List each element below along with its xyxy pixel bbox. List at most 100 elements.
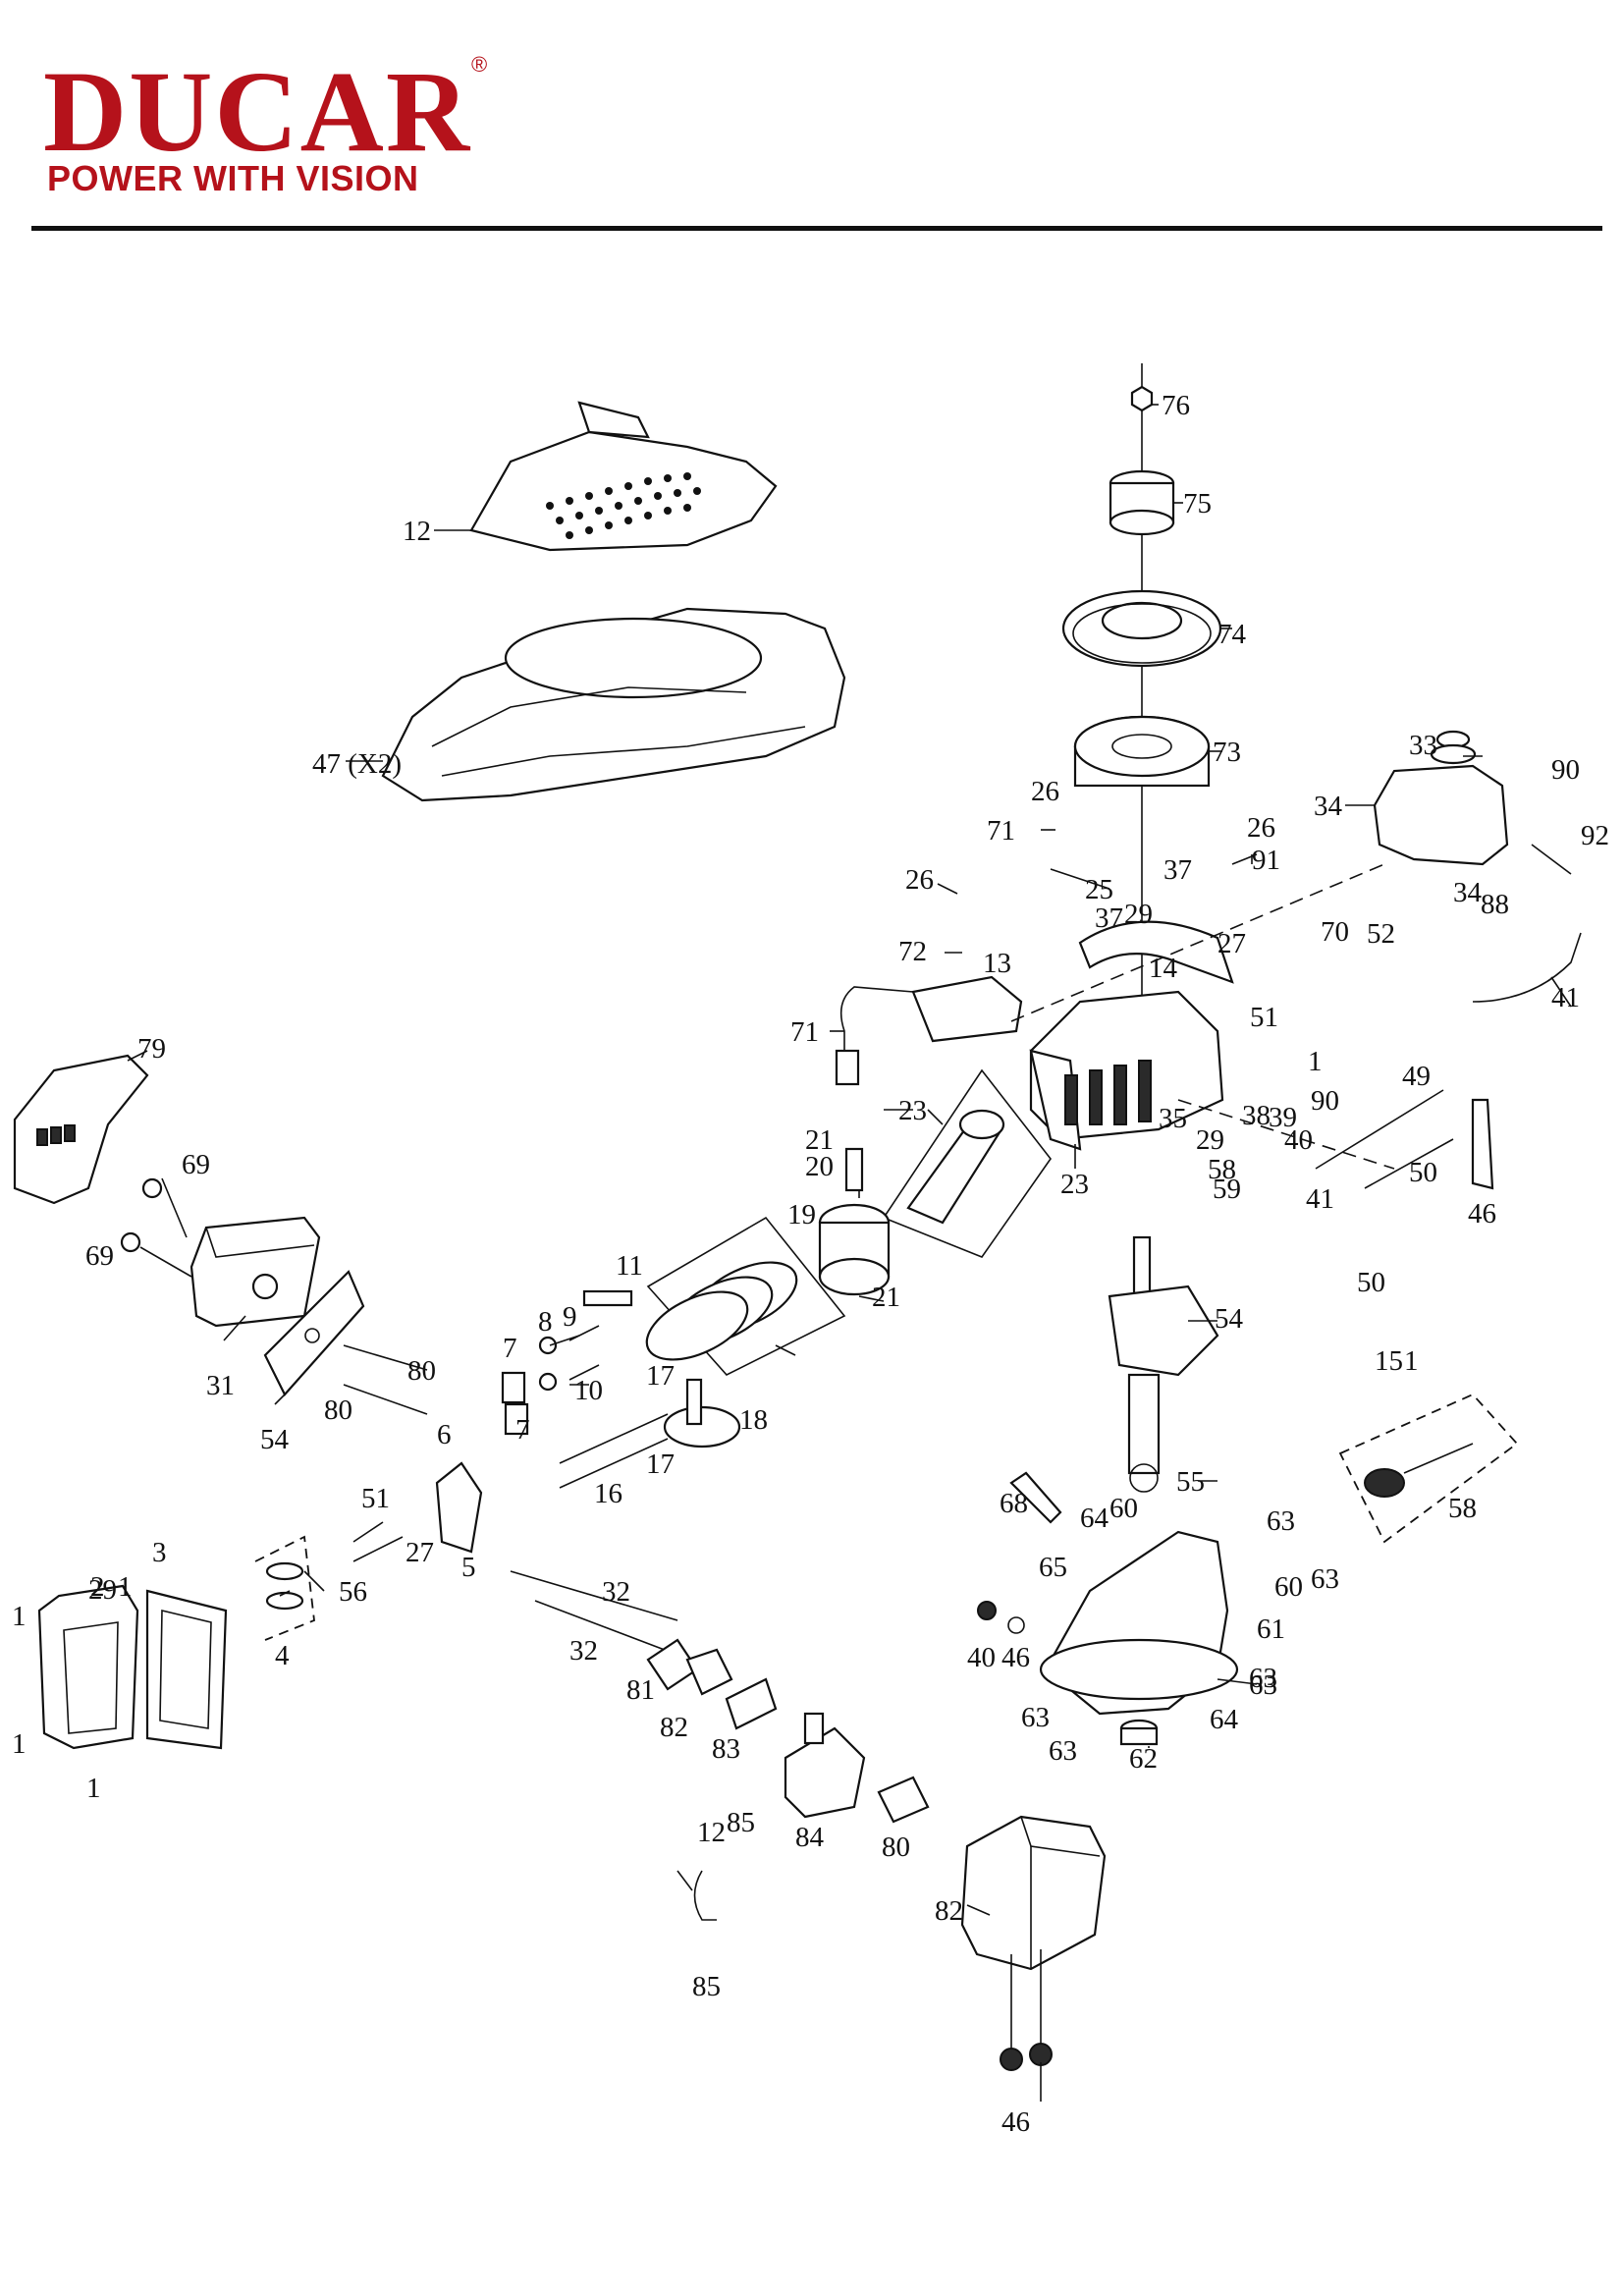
callout: 29	[1196, 1124, 1224, 1156]
fuel-hose	[1472, 932, 1582, 1003]
connecting-rod-group	[882, 1068, 1052, 1258]
callout: 90	[1311, 1085, 1339, 1117]
callout: 35	[1159, 1103, 1187, 1134]
callout: 72	[898, 936, 927, 967]
callout: 70	[1321, 916, 1349, 948]
rocker-arm-group	[254, 1535, 315, 1641]
callout: 17	[646, 1449, 675, 1480]
callout: 63	[1249, 1663, 1277, 1694]
callout: 33	[1409, 730, 1437, 761]
muffler-nut	[141, 1177, 163, 1199]
valve-cover	[37, 1584, 139, 1750]
callout: 63	[1267, 1505, 1295, 1537]
callout: 58	[1448, 1493, 1477, 1524]
valve-springs	[501, 1325, 600, 1436]
piston	[818, 1203, 891, 1296]
callout: 46	[1001, 1642, 1030, 1673]
callout: 6	[437, 1419, 452, 1450]
callout: 8	[538, 1306, 553, 1338]
callout: 62	[1129, 1743, 1158, 1775]
callout: 64	[1080, 1503, 1109, 1534]
callout: 1	[1308, 1046, 1323, 1077]
callout: 90	[1551, 754, 1580, 786]
cooling-fan	[1061, 589, 1222, 668]
callout: 23	[1060, 1169, 1089, 1200]
callout: 63	[1311, 1563, 1339, 1595]
callout: 16	[594, 1478, 622, 1509]
callout: 15	[1375, 1345, 1403, 1377]
muffler-gasket	[263, 1270, 365, 1396]
callout: 38	[1242, 1100, 1271, 1131]
callout: 54	[260, 1424, 290, 1455]
header-divider	[31, 226, 1602, 231]
callout: 26	[1247, 812, 1275, 844]
air-filter	[960, 1815, 1107, 1971]
callout: 61	[1257, 1613, 1285, 1645]
muffler	[189, 1216, 321, 1328]
recoil-starter-cover	[469, 401, 778, 552]
brand-tagline: POWER WITH VISION	[47, 158, 419, 198]
leader-lines	[127, 404, 1572, 2102]
callout: 23	[898, 1095, 927, 1126]
piston-rings	[645, 1216, 846, 1376]
callout: 25	[1085, 874, 1113, 905]
callout: 21	[805, 1124, 834, 1156]
callout: 18	[739, 1404, 768, 1436]
piston-pin	[844, 1147, 864, 1192]
callout: 60	[1274, 1571, 1303, 1603]
valve-cover-gasket	[145, 1589, 228, 1750]
callout: 40	[1284, 1124, 1313, 1156]
callout: 46	[1001, 2106, 1030, 2138]
callout: 11	[616, 1250, 643, 1282]
muffler-shield	[13, 1054, 149, 1205]
air-filter-gasket	[877, 1776, 930, 1824]
oil-seal	[1129, 1463, 1159, 1493]
callout: 47 (X2)	[312, 748, 402, 780]
callout: 19	[787, 1199, 816, 1230]
callout: 34	[1453, 877, 1483, 908]
callout: 46	[1468, 1198, 1496, 1230]
starter-cup	[1109, 469, 1175, 536]
callout: 73	[1213, 737, 1241, 768]
callout: 7	[515, 1414, 530, 1446]
callout: 32	[569, 1635, 598, 1667]
callout: 2	[90, 1571, 105, 1603]
callout: 3	[152, 1537, 167, 1568]
callout: 13	[983, 948, 1011, 979]
callout: 79	[137, 1033, 166, 1065]
carburetor	[784, 1712, 866, 1819]
blower-housing	[381, 607, 846, 802]
callout: 69	[85, 1240, 114, 1272]
callout: 37	[1095, 902, 1123, 934]
callout: 92	[1581, 820, 1609, 851]
oil-seal-lower	[1119, 1719, 1159, 1746]
callout: 84	[795, 1822, 825, 1853]
callout: 50	[1357, 1267, 1385, 1298]
brand-logo: DUCAR ® POWER WITH VISION	[43, 47, 495, 201]
muffler-nut	[120, 1231, 141, 1253]
governor-assembly	[1338, 1393, 1519, 1544]
callout: 88	[1481, 889, 1509, 920]
callout: 55	[1176, 1466, 1205, 1498]
callout: 5	[461, 1552, 476, 1583]
callout: 54	[1215, 1303, 1244, 1335]
callout: 1	[86, 1773, 101, 1804]
registered-mark: ®	[471, 52, 488, 77]
push-rods	[559, 1413, 669, 1489]
callout: 51	[361, 1483, 390, 1514]
oil-dipstick	[1009, 1471, 1062, 1524]
callout: 74	[1217, 619, 1247, 650]
flywheel	[1073, 715, 1211, 788]
callout: 69	[182, 1149, 210, 1180]
callout: 85	[692, 1971, 721, 2002]
callout: 85	[727, 1807, 755, 1838]
intake-spacers	[646, 1638, 778, 1730]
breather-hose	[693, 1870, 717, 1921]
callout: 26	[1031, 776, 1059, 807]
callout: 56	[339, 1576, 367, 1608]
callout: 68	[1000, 1488, 1028, 1519]
guide-plate	[435, 1461, 483, 1554]
callout: 1	[12, 1601, 27, 1632]
callout: 10	[574, 1375, 603, 1406]
brand-name: DUCAR	[43, 47, 472, 176]
